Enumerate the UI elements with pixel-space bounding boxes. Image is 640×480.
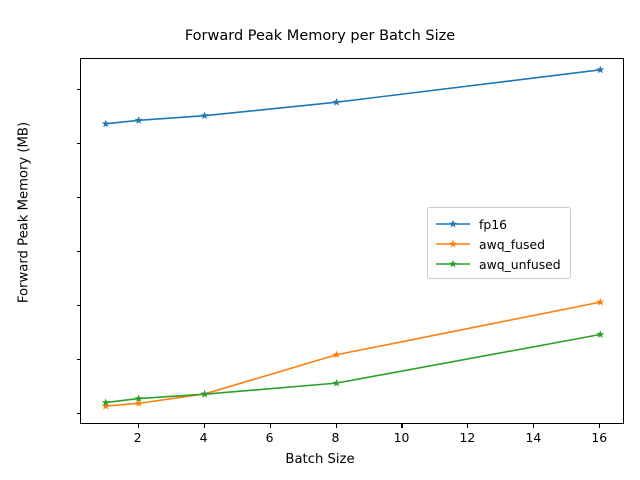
x-tick-label: 2 [133,430,142,445]
data-point-marker [596,330,605,338]
data-point-marker [332,378,341,387]
series-line [105,69,601,125]
legend-swatch-icon [435,215,471,233]
x-tick-label: 12 [459,430,476,445]
data-point-marker [134,399,143,407]
legend-label: fp16 [479,216,507,232]
data-point-marker [332,98,341,106]
data-point-marker [596,297,605,306]
y-tick-mark [76,197,80,199]
x-tick-mark [269,424,271,428]
legend-swatch-icon [435,255,471,273]
data-point-marker [200,111,209,120]
data-point-marker [101,119,110,128]
y-tick-mark [76,413,80,415]
x-axis-label: Batch Size [285,452,355,467]
chart-title: Forward Peak Memory per Batch Size [184,28,456,44]
x-tick-label: 10 [393,430,410,445]
series-line [105,301,601,407]
legend-item-awq_unfused[interactable]: awq_unfused [435,254,563,274]
legend-label: awq_fused [479,236,545,252]
x-tick-mark [599,424,601,428]
x-tick-mark [335,424,337,428]
x-tick-label: 6 [265,430,274,445]
series-awq_unfused [101,330,605,406]
data-point-marker [332,350,341,359]
x-tick-mark [533,424,535,428]
x-tick-label: 4 [199,430,208,445]
x-tick-mark [401,424,403,428]
legend-swatch-icon [435,235,471,253]
y-axis-label: Forward Peak Memory (MB) [16,121,32,304]
x-tick-mark [467,424,469,428]
legend-label: awq_unfused [479,256,561,272]
series-canvas [101,65,605,410]
data-point-marker [101,401,110,410]
x-tick-label: 14 [525,430,542,445]
legend-item-fp16[interactable]: fp16 [435,214,563,234]
y-tick-mark [76,305,80,307]
series-line [105,333,601,404]
x-tick-label: 16 [591,430,608,445]
data-point-marker [134,394,143,402]
data-point-marker [134,116,143,124]
x-tick-mark [203,424,205,428]
series-awq_fused [101,297,605,410]
y-tick-mark [76,359,80,361]
data-point-marker [101,398,110,406]
y-tick-mark [76,89,80,91]
data-point-marker [596,65,605,74]
chart-legend: fp16 awq_fused awq_unfused [427,207,571,279]
x-tick-label: 8 [331,430,340,445]
data-point-marker [200,390,209,398]
series-fp16 [101,65,605,128]
legend-item-awq_fused[interactable]: awq_fused [435,234,563,254]
y-tick-mark [76,251,80,253]
y-tick-mark [76,143,80,145]
x-tick-mark [137,424,139,428]
